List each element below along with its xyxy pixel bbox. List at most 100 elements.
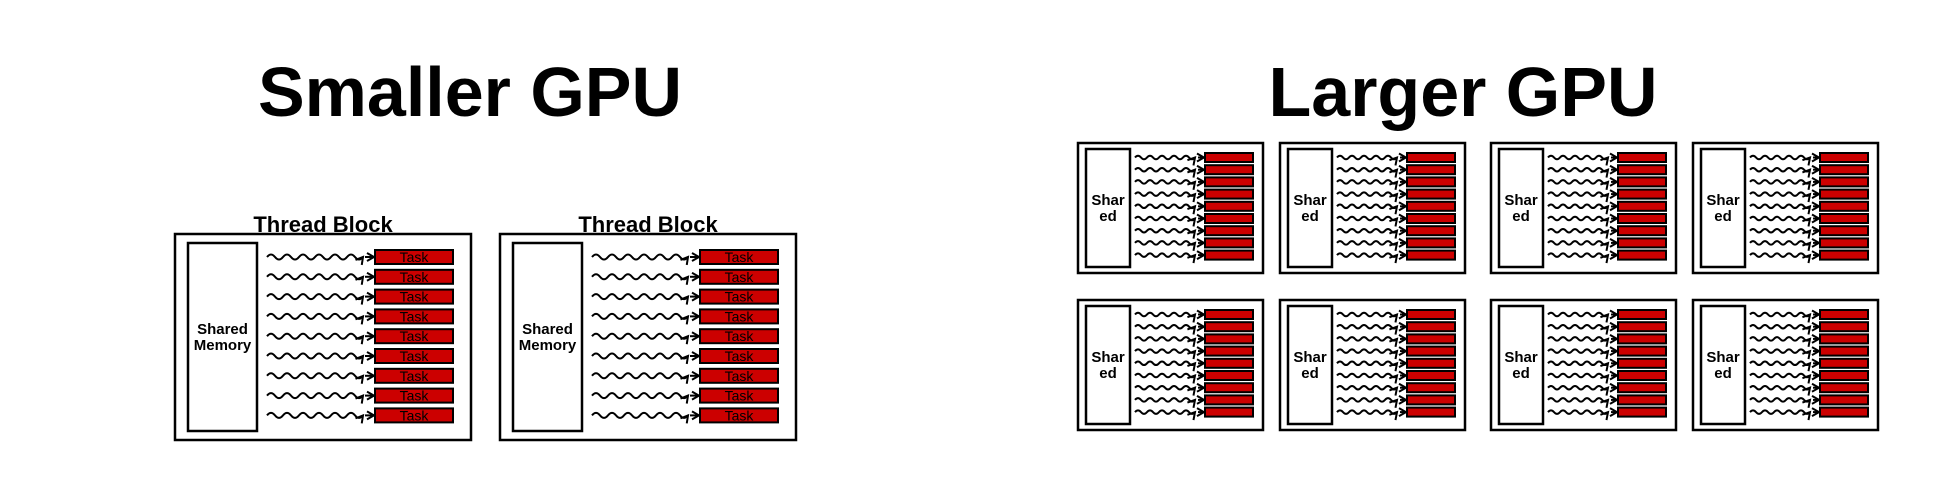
thread-arrow (1547, 227, 1608, 233)
thread-block: Shared (1489, 298, 1678, 432)
task-box (1819, 357, 1869, 369)
thread-arrow (1749, 166, 1810, 172)
task-box (1617, 382, 1667, 394)
shared-memory-label: ed (1099, 365, 1117, 382)
thread-arrow (266, 293, 363, 299)
task-box (1819, 164, 1869, 176)
thread-arrow (1547, 372, 1608, 378)
task-box (1617, 406, 1667, 418)
task-box (1204, 357, 1254, 369)
task-box (1617, 225, 1667, 237)
task-box (1819, 370, 1869, 381)
task-box (1617, 249, 1667, 261)
thread-block: Shared (1076, 298, 1265, 432)
task-box (1406, 345, 1456, 357)
task-box (1204, 200, 1254, 212)
thread-arrow (1336, 215, 1397, 221)
shared-memory-box (186, 241, 259, 433)
task-box (1204, 164, 1254, 176)
task-box (374, 407, 454, 424)
thread-arrow (1547, 154, 1608, 160)
larger-gpu-title: Larger GPU (1269, 53, 1658, 131)
thread-arrow (1749, 227, 1810, 233)
thread-block: SharedMemoryTaskTaskTaskTaskTaskTaskTask… (173, 232, 473, 442)
task-box (1617, 188, 1667, 200)
shared-memory-label: Shared (197, 321, 248, 338)
task-box (374, 328, 454, 345)
task-box (374, 268, 454, 285)
task-label: Task (400, 388, 430, 404)
thread-arrow (1336, 179, 1397, 184)
thread-arrow (1336, 227, 1397, 233)
task-label: Task (725, 308, 755, 324)
task-box (699, 308, 779, 325)
shared-memory-label: Shar (1504, 192, 1538, 209)
task-box (699, 288, 779, 305)
task-box (1819, 406, 1869, 418)
task-label: Task (400, 308, 430, 324)
task-box (1406, 309, 1456, 320)
task-label: Task (400, 368, 430, 384)
thread-arrow (1547, 240, 1608, 245)
thread-arrow (1547, 360, 1608, 366)
thread-arrow (1547, 397, 1608, 402)
thread-arrow (266, 273, 363, 279)
shared-memory-label: ed (1301, 365, 1319, 382)
thread-arrow (1749, 372, 1810, 378)
thread-arrow (266, 411, 363, 418)
task-label: Task (400, 328, 430, 344)
thread-arrow (1749, 179, 1810, 184)
thread-arrow (266, 253, 363, 260)
smaller-gpu-title: Smaller GPU (258, 53, 682, 131)
thread-arrow (1134, 323, 1195, 329)
shared-memory-label: ed (1512, 208, 1530, 225)
thread-arrow (591, 253, 688, 260)
thread-arrow (1134, 360, 1195, 366)
thread-arrow (1134, 203, 1195, 209)
task-box (1204, 321, 1254, 333)
task-box (1819, 188, 1869, 200)
task-box (1204, 309, 1254, 320)
thread-arrow (591, 372, 688, 378)
task-box (1406, 225, 1456, 237)
task-label: Task (725, 328, 755, 344)
thread-arrow (1749, 215, 1810, 221)
task-box (1819, 237, 1869, 249)
thread-arrow (1336, 409, 1397, 414)
thread-arrow (591, 392, 688, 398)
thread-arrow (1749, 154, 1810, 160)
thread-arrow (1749, 323, 1810, 329)
thread-block: Shared (1489, 141, 1678, 275)
thread-arrow (591, 293, 688, 299)
task-label: Task (400, 269, 430, 285)
thread-arrow (1749, 240, 1810, 245)
task-box (1406, 164, 1456, 176)
thread-arrow (1749, 384, 1810, 390)
thread-arrow (591, 332, 688, 339)
shared-memory-label: ed (1301, 208, 1319, 225)
shared-memory-label: Memory (194, 337, 252, 354)
thread-arrow (266, 312, 363, 319)
task-box (1204, 188, 1254, 200)
thread-block: Shared (1691, 141, 1880, 275)
task-box (1204, 225, 1254, 237)
thread-arrow (1547, 203, 1608, 209)
task-box (699, 367, 779, 384)
task-box (699, 387, 779, 404)
thread-arrow (1134, 166, 1195, 172)
thread-arrow (1134, 336, 1195, 341)
task-label: Task (725, 249, 755, 265)
thread-arrow (1134, 227, 1195, 233)
thread-arrow (1547, 191, 1608, 196)
thread-arrow (1336, 154, 1397, 160)
thread-arrow (1336, 348, 1397, 353)
task-box (1406, 200, 1456, 212)
task-box (1617, 200, 1667, 212)
shared-memory-box (1497, 147, 1545, 269)
thread-arrow (1749, 409, 1810, 414)
shared-memory-label: Memory (519, 337, 577, 354)
task-box (1617, 164, 1667, 176)
thread-block: Shared (1076, 141, 1265, 275)
task-box (1406, 213, 1456, 224)
shared-memory-label: Shared (522, 321, 573, 338)
